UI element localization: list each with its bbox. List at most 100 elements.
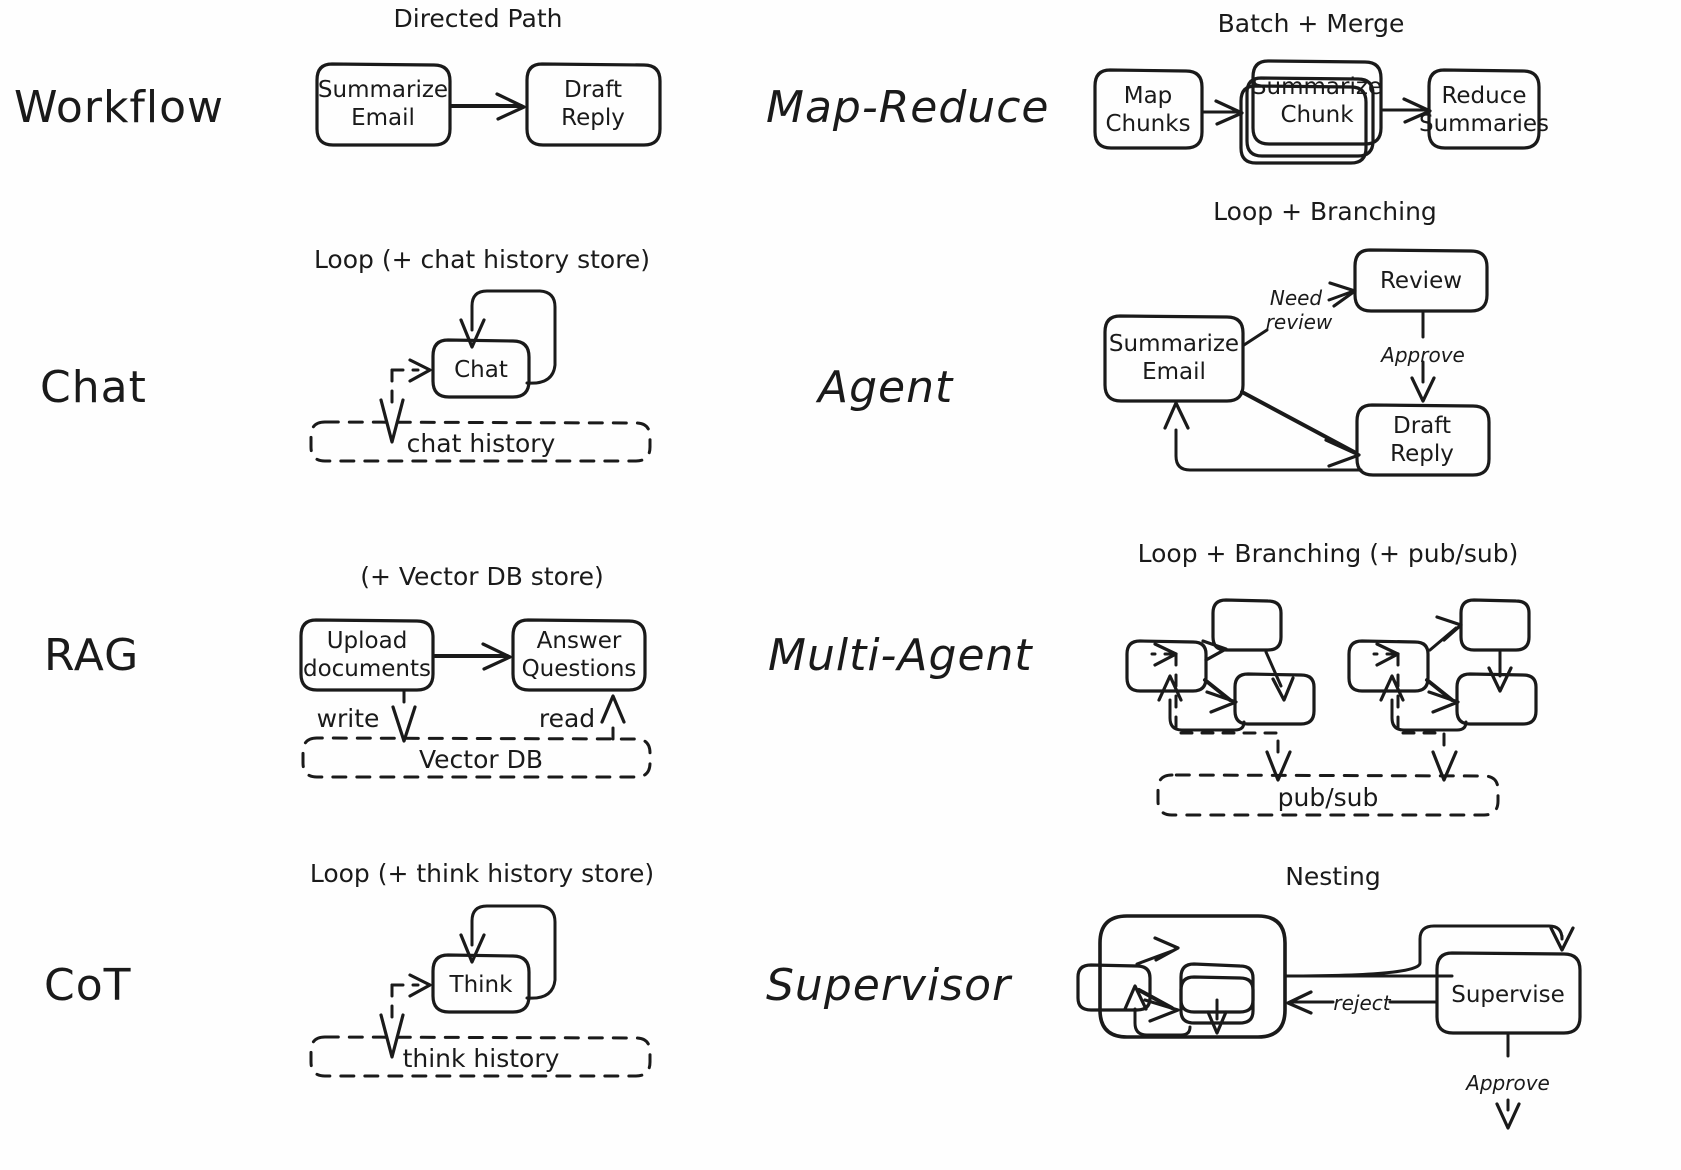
arrowhead-icon — [1163, 401, 1190, 430]
caption-nesting: Nesting — [1285, 862, 1381, 891]
arrowhead-icon — [1410, 376, 1436, 403]
store-label: pub/sub — [1278, 783, 1379, 812]
row-label-map-reduce: Map-Reduce — [766, 82, 1050, 133]
nested-group-container[interactable] — [1098, 914, 1287, 1039]
node-review[interactable] — [1353, 248, 1489, 313]
diagram-map-reduce: Batch + Merge Map Chunks Summarize Chunk… — [1093, 9, 1549, 165]
node-label: documents — [303, 656, 431, 682]
node-think[interactable] — [431, 953, 531, 1014]
edge-pubsub-out — [1396, 652, 1446, 757]
row-label-multi-agent: Multi-Agent — [768, 630, 1033, 681]
node-reduce-summaries[interactable] — [1427, 68, 1541, 150]
edge-group-to-supervise — [1285, 924, 1564, 978]
edge-right-to-left-loop — [1390, 698, 1468, 732]
node-answer-questions[interactable] — [511, 618, 647, 692]
arrowhead-icon — [1487, 666, 1513, 693]
diagram-rag: (+ Vector DB store) Upload documents Ans… — [299, 562, 652, 779]
arrowhead-icon — [1427, 690, 1460, 714]
arrowhead-icon — [1431, 750, 1458, 782]
row-label-chat: Chat — [40, 362, 147, 413]
arrowhead-icon — [1265, 750, 1292, 782]
node-map-chunks[interactable] — [1093, 68, 1204, 150]
node-label: Email — [351, 105, 415, 131]
edge-need-review-2 — [1327, 290, 1353, 302]
node-label: Answer — [537, 628, 622, 654]
node-inner-left[interactable] — [1076, 963, 1152, 1012]
store-label: chat history — [407, 429, 556, 458]
node-supervise[interactable] — [1435, 951, 1582, 1035]
node-draft-reply[interactable] — [1355, 403, 1491, 477]
arrowhead-icon — [1286, 990, 1313, 1015]
edge-right-to-left-loop — [1168, 698, 1246, 732]
edge-label-need-review: Need — [1270, 286, 1323, 310]
arrowhead-icon — [1143, 998, 1180, 1023]
arrowhead-icon — [408, 973, 432, 998]
node-label: Reduce — [1441, 83, 1526, 109]
node-inner-right[interactable] — [1179, 962, 1255, 1014]
node-agent-right[interactable] — [1455, 672, 1538, 726]
diagram-supervisor: Nesting Supervise reject Approve — [1076, 862, 1582, 1130]
edge-draft-to-summarize — [1174, 428, 1363, 472]
node-label: Chunks — [1105, 111, 1190, 137]
store-label: Vector DB — [419, 745, 543, 774]
node-upload-documents[interactable] — [299, 618, 435, 692]
arrowhead-icon — [1214, 99, 1244, 126]
node-summarize-email[interactable] — [315, 62, 452, 147]
arrowhead-icon — [495, 92, 526, 121]
arrowhead-icon — [391, 705, 417, 743]
node-agent-left[interactable] — [1347, 639, 1430, 693]
row-label-agent: Agent — [818, 362, 954, 413]
edge-pubsub-out — [1174, 652, 1280, 757]
arrowhead-icon — [1495, 1102, 1521, 1130]
arrowhead-icon — [1271, 676, 1295, 702]
arrowhead-icon — [379, 398, 405, 444]
caption-batch-merge: Batch + Merge — [1218, 9, 1405, 38]
node-label: Draft — [1393, 413, 1451, 439]
node-label: Think — [449, 972, 514, 998]
node-draft-reply[interactable] — [525, 62, 662, 147]
edge-inner-loop — [1133, 1007, 1192, 1037]
arrowhead-icon — [379, 1013, 405, 1059]
node-agent-top[interactable] — [1459, 598, 1531, 652]
node-agent-right[interactable] — [1233, 672, 1316, 726]
arrowhead-icon — [1435, 615, 1463, 642]
arrowhead-icon — [1328, 281, 1357, 308]
arrowhead-icon — [1402, 97, 1432, 124]
diagram-multi-agent: Loop + Branching (+ pub/sub) — [1125, 539, 1538, 817]
arrowhead-icon — [1201, 639, 1228, 662]
edge-top-to-right — [1264, 650, 1283, 688]
node-summarize-chunk-stack-mid — [1245, 76, 1375, 158]
node-agent-left[interactable] — [1125, 639, 1208, 693]
node-label: Email — [1142, 359, 1206, 385]
store-chat-history[interactable] — [309, 420, 652, 463]
edge-label-need-review2: review — [1266, 310, 1333, 334]
store-pubsub[interactable] — [1156, 773, 1500, 817]
arrowhead-icon — [1549, 926, 1575, 952]
node-chat[interactable] — [431, 338, 531, 399]
store-vector-db[interactable] — [301, 736, 652, 779]
row-label-cot: CoT — [44, 960, 132, 1011]
edge-need-review — [1242, 328, 1269, 347]
node-label: Draft — [564, 77, 622, 103]
diagram-agent: Loop + Branching Review Summarize Email … — [1103, 197, 1491, 477]
caption-loop-branching: Loop + Branching — [1213, 197, 1437, 226]
node-summarize-email[interactable] — [1103, 314, 1245, 403]
arrowhead-icon — [600, 694, 626, 724]
row-label-workflow: Workflow — [14, 82, 225, 133]
arrowhead-icon — [1206, 1010, 1228, 1035]
edge-label-approve: Approve — [1464, 1071, 1550, 1095]
store-think-history[interactable] — [309, 1035, 652, 1078]
node-label: Questions — [522, 656, 637, 682]
diagram-chat: Loop (+ chat history store) Chat chat hi… — [309, 245, 652, 463]
store-label: think history — [403, 1044, 560, 1073]
diagram-cot: Loop (+ think history store) Think think… — [309, 859, 654, 1078]
node-agent-top[interactable] — [1211, 598, 1283, 652]
edge-label-read: read — [539, 704, 595, 733]
node-summarize-chunk[interactable] — [1251, 59, 1383, 146]
node-summarize-chunk-stack-back — [1239, 84, 1368, 165]
arrowhead-icon — [481, 642, 512, 671]
caption-vector-db-store: (+ Vector DB store) — [360, 562, 604, 591]
edge-label-write: write — [317, 704, 380, 733]
multi-agent-group-right — [1347, 598, 1538, 782]
